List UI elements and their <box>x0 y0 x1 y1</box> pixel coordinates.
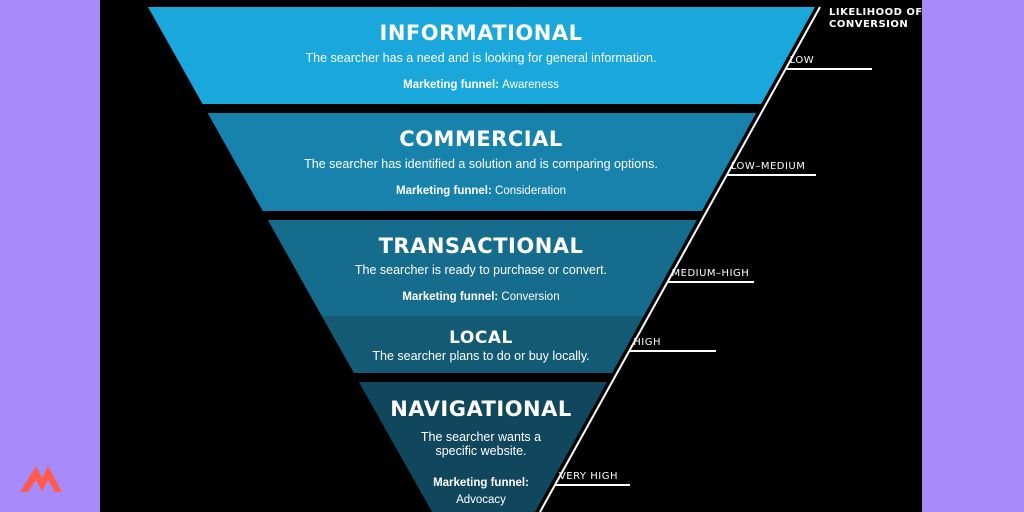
funnel-band-informational <box>148 7 815 104</box>
funnel-bands <box>148 7 815 512</box>
marketing-funnel-informational: Marketing funnel: Awareness <box>403 79 559 91</box>
marketing-funnel-label-commercial: Marketing funnel: <box>396 185 495 197</box>
stage-title-commercial: COMMERCIAL <box>399 127 562 151</box>
stage-title-informational: INFORMATIONAL <box>380 21 583 45</box>
marketing-funnel-value-transactional: Conversion <box>501 291 559 303</box>
stage-description-navigational: The searcher wants a <box>421 430 541 444</box>
conversion-axis-line <box>539 6 821 512</box>
stage-title-local: LOCAL <box>449 328 513 348</box>
conversion-level-label: LOW <box>790 55 814 66</box>
conversion-level-label: MEDIUM–HIGH <box>672 268 750 279</box>
brand-logo-shape <box>20 466 62 492</box>
funnel-band-commercial <box>207 113 757 211</box>
stage-description-commercial: The searcher has identified a solution a… <box>304 157 658 171</box>
funnel-text: INFORMATIONAL The searcher has a need and… <box>304 21 658 506</box>
brand-logo-icon <box>20 466 62 492</box>
stage-title-transactional: TRANSACTIONAL <box>379 234 584 258</box>
marketing-funnel-label-informational: Marketing funnel: <box>403 79 502 91</box>
marketing-funnel-label-navigational: Marketing funnel: <box>433 477 529 489</box>
stage-description-transactional: The searcher is ready to purchase or con… <box>355 263 607 277</box>
marketing-funnel-label-transactional: Marketing funnel: <box>402 291 501 303</box>
marketing-funnel-value-navigational: Advocacy <box>456 494 506 506</box>
marketing-funnel-transactional: Marketing funnel: Conversion <box>402 291 559 303</box>
stage-description-local: The searcher plans to do or buy locally. <box>372 349 589 363</box>
funnel-band-navigational <box>358 382 608 512</box>
stage-description-navigational: specific website. <box>435 444 526 458</box>
marketing-funnel-value-commercial: Consideration <box>495 185 566 197</box>
conversion-level-label: HIGH <box>633 337 661 348</box>
funnel-band-local <box>321 316 644 373</box>
conversion-level-label: VERY HIGH <box>559 471 618 482</box>
funnel-band-transactional <box>267 220 697 316</box>
stage-title-navigational: NAVIGATIONAL <box>390 397 572 421</box>
conversion-header-line-1: LIKELIHOOD OF <box>829 7 923 18</box>
conversion-level-label: LOW–MEDIUM <box>731 161 806 172</box>
marketing-funnel-commercial: Marketing funnel: Consideration <box>396 185 566 197</box>
conversion-header-line-2: CONVERSION <box>829 19 908 30</box>
marketing-funnel-value-informational: Awareness <box>502 79 559 91</box>
stage-description-informational: The searcher has a need and is looking f… <box>306 51 657 65</box>
